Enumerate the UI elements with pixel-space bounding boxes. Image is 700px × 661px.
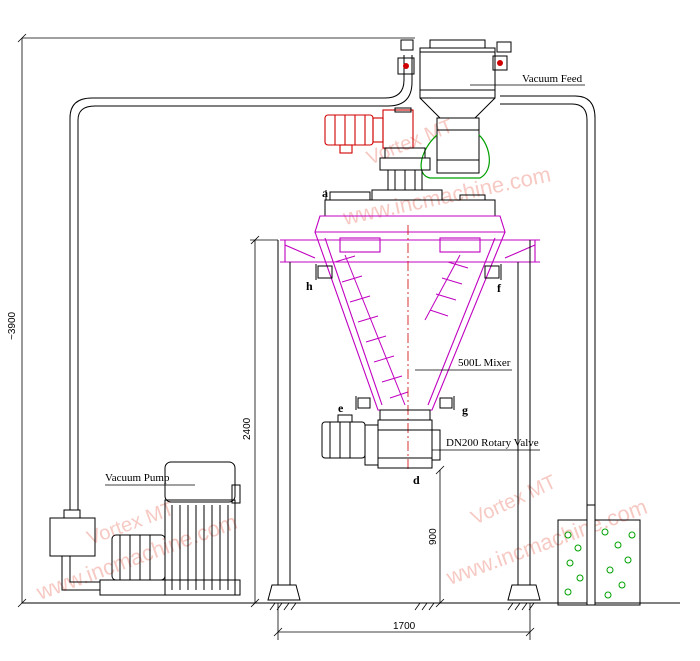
letter-g: g xyxy=(462,403,468,417)
letter-d: d xyxy=(413,473,420,487)
frame-height-label: 2400 xyxy=(242,417,253,440)
vacuum-feed-label: Vacuum Feed xyxy=(522,73,583,85)
conical-vessel xyxy=(280,215,540,411)
feed-valves xyxy=(397,39,512,75)
feed-valve-right-indicator xyxy=(497,60,503,66)
rotary-valve-label: DN200 Rotary Valve xyxy=(446,437,539,449)
vacuum-pump xyxy=(99,461,241,596)
feed-valve-left-indicator xyxy=(403,63,409,69)
vacuum-feed-hopper xyxy=(419,39,496,174)
gear-motor xyxy=(324,109,414,154)
outlet-height-dimension xyxy=(435,465,445,608)
pump-filter xyxy=(49,509,100,591)
total-height-label: ~3900 xyxy=(7,311,18,340)
vacuum-pipe xyxy=(69,55,413,510)
letter-e: e xyxy=(338,401,344,415)
rotary-valve xyxy=(321,409,441,469)
vacuum-pump-label: Vacuum Pump xyxy=(105,472,170,484)
frame-width-dimension xyxy=(273,603,535,640)
collector-bin xyxy=(557,504,641,606)
frame-height-dimension xyxy=(250,235,278,608)
letter-f: f xyxy=(497,281,502,295)
support-frame xyxy=(267,240,541,601)
outlet-height-label: 900 xyxy=(428,528,439,545)
total-height-dimension xyxy=(17,33,415,608)
side-nozzles xyxy=(315,264,502,410)
letter-a: a xyxy=(322,186,328,200)
right-pipe xyxy=(500,95,596,505)
hatch-marks xyxy=(269,602,535,611)
letter-h: h xyxy=(306,279,313,293)
mixing-screw xyxy=(334,254,469,406)
mixer-label: 500L Mixer xyxy=(458,357,511,369)
granule-dots xyxy=(564,528,636,599)
watermark-brand-right: Vortex MT xyxy=(468,471,560,529)
frame-width-label: 1700 xyxy=(393,621,416,632)
